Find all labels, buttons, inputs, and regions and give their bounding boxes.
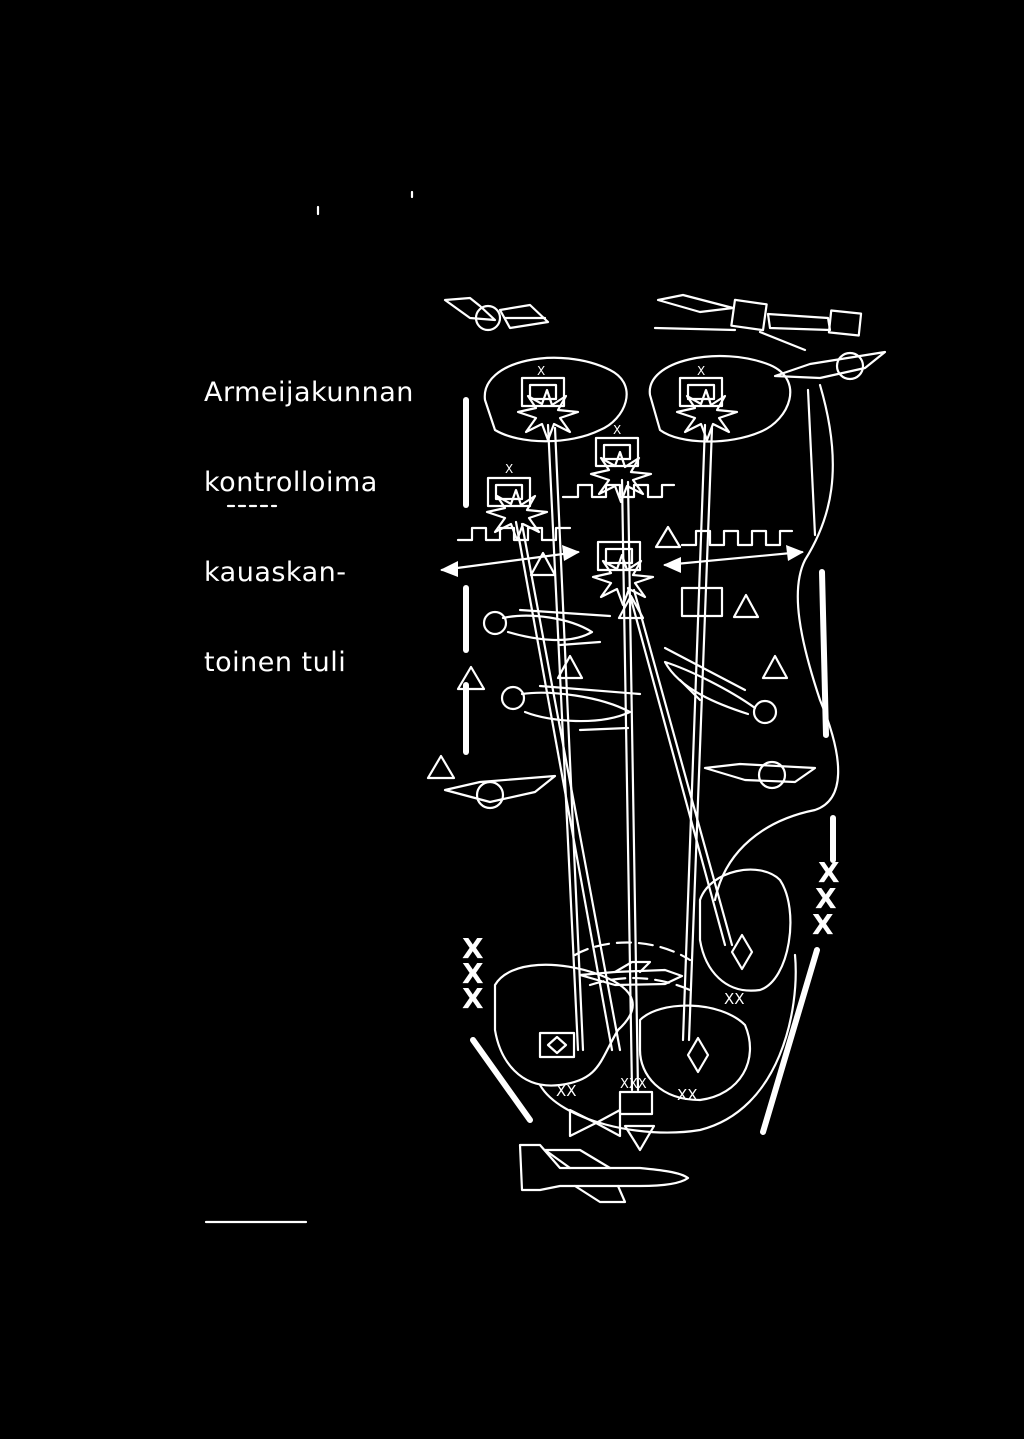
triangle-icon bbox=[732, 593, 760, 619]
fire-line bbox=[687, 426, 714, 1042]
boundary-line bbox=[713, 383, 840, 902]
fire-line bbox=[553, 426, 585, 1052]
triangle-icon bbox=[529, 551, 557, 577]
friendly-area bbox=[638, 1004, 751, 1102]
company-label: X bbox=[505, 462, 513, 476]
explosion-icon bbox=[675, 388, 739, 442]
arrow-head-icon bbox=[663, 557, 681, 573]
diamond-icon bbox=[686, 1036, 710, 1074]
diamond-icon bbox=[546, 1035, 568, 1055]
x-marker: X bbox=[812, 908, 834, 941]
dashed-arc bbox=[588, 976, 692, 992]
arrow-line bbox=[440, 550, 580, 572]
helicopter-icon bbox=[663, 646, 778, 725]
caption-line-3: kauaskan- bbox=[204, 557, 347, 588]
fire-line bbox=[514, 520, 614, 1052]
target-area bbox=[648, 354, 792, 443]
caption-line-2: kontrolloima bbox=[204, 467, 378, 498]
unit-box-inner bbox=[528, 383, 558, 401]
unit-box bbox=[520, 376, 566, 408]
fire-line bbox=[626, 480, 640, 1092]
fire-line bbox=[632, 588, 734, 947]
company-label: X bbox=[613, 423, 621, 437]
diamond-icon bbox=[730, 933, 754, 971]
company-label: X bbox=[537, 364, 545, 378]
front-line bbox=[561, 483, 676, 499]
corps-hq-box bbox=[618, 1090, 654, 1116]
caption-line-1: Armeijakunnan bbox=[204, 377, 414, 408]
unit-box bbox=[538, 1031, 576, 1059]
fire-line bbox=[520, 522, 622, 1052]
boundary-line bbox=[806, 388, 817, 537]
unit-box bbox=[486, 476, 532, 508]
friendly-area bbox=[493, 963, 634, 1087]
sector-bar bbox=[819, 569, 829, 738]
helicopter-icon bbox=[482, 608, 612, 647]
unit-box bbox=[596, 540, 642, 572]
front-line bbox=[680, 529, 794, 547]
unit-box bbox=[678, 376, 724, 408]
explosion-icon bbox=[589, 450, 653, 504]
bowtie-icon bbox=[568, 1108, 622, 1138]
corps-label: XXX bbox=[620, 1077, 647, 1092]
satellite-icon bbox=[443, 296, 550, 332]
triangle-icon bbox=[556, 654, 584, 680]
aircraft-icon bbox=[518, 1143, 690, 1204]
unit-box bbox=[594, 436, 640, 468]
friendly-area bbox=[698, 868, 792, 992]
fire-line bbox=[620, 478, 634, 1092]
triangle-icon bbox=[426, 754, 456, 780]
division-label: XX bbox=[724, 990, 745, 1008]
x-marker: X bbox=[818, 856, 840, 889]
sector-bar bbox=[470, 1037, 533, 1123]
arrow-head-icon bbox=[786, 545, 804, 561]
inverted-triangle-icon bbox=[623, 1124, 656, 1152]
drone-icon bbox=[703, 760, 817, 790]
division-label: XX bbox=[677, 1086, 698, 1104]
unit-box-inner bbox=[686, 383, 716, 401]
front-line bbox=[456, 526, 572, 542]
helicopter-icon bbox=[500, 684, 642, 732]
arrow-head-icon bbox=[562, 545, 580, 561]
unit-box-inner bbox=[602, 443, 632, 461]
caption-line-4: toinen tuli bbox=[204, 647, 347, 678]
caption: Armeijakunnan kontrolloima kauaskan- toi… bbox=[204, 318, 414, 708]
satellite-icon bbox=[653, 293, 863, 352]
arrow-head-icon bbox=[440, 561, 458, 577]
drone-icon bbox=[773, 350, 887, 381]
x-marker: X bbox=[462, 957, 484, 990]
sector-bar bbox=[760, 947, 820, 1135]
aircraft-icon bbox=[578, 960, 684, 987]
target-area bbox=[483, 356, 628, 443]
company-label: X bbox=[697, 364, 705, 378]
triangle-icon bbox=[654, 525, 682, 549]
division-label: XX bbox=[556, 1082, 577, 1100]
fire-line bbox=[681, 423, 707, 1042]
fire-line bbox=[546, 423, 580, 1052]
unit-box-inner bbox=[494, 483, 524, 501]
x-marker: X bbox=[815, 882, 837, 915]
triangle-icon bbox=[456, 665, 486, 691]
triangle-icon bbox=[761, 654, 789, 680]
x-marker: X bbox=[462, 982, 484, 1015]
x-marker: X bbox=[462, 932, 484, 965]
drone-icon bbox=[443, 774, 557, 810]
arrow-line bbox=[663, 550, 804, 567]
dashed-arc bbox=[573, 941, 692, 962]
unit-box bbox=[680, 586, 724, 618]
